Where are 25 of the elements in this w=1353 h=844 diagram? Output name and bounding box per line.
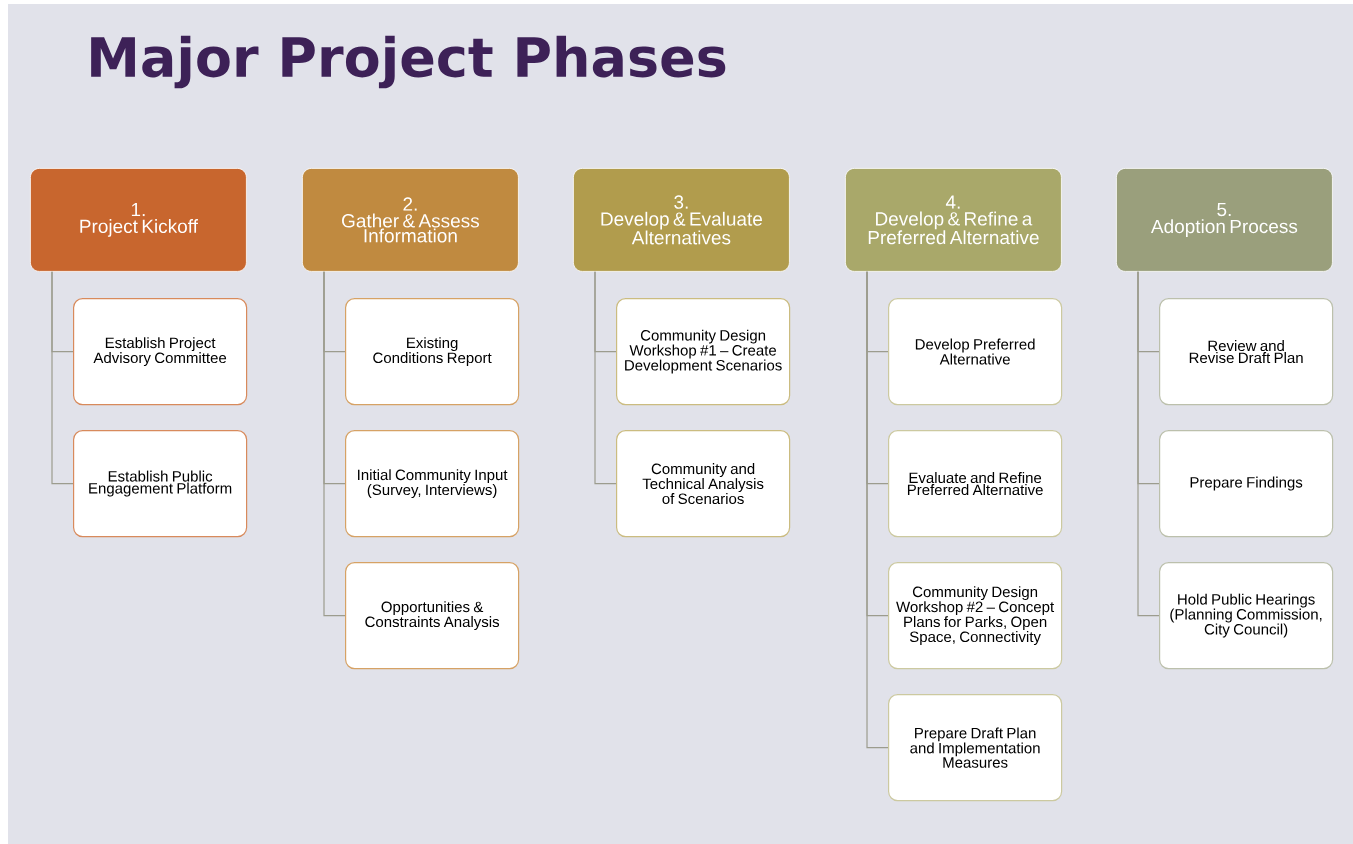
connector-line (1137, 271, 1160, 617)
phase-box: 3. Develop & Evaluate Alternatives (573, 168, 790, 272)
task-box: Community Design Workshop #2 – Concept Plans for Parks, Open Space, Connectivity (888, 562, 1063, 670)
phase-box: 4. Develop & Refine a Preferred Alternative (845, 168, 1062, 272)
task-box: Hold Public Hearings (Planning Commission, City Council) (1159, 562, 1334, 670)
task-box: Evaluate and Refine Preferred Alternative (888, 430, 1063, 538)
task-box: Initial Community Input (Survey, Interviews) (345, 430, 520, 538)
task-box: Community and Technical Analysis of Scenarios (616, 430, 791, 538)
task-box: Develop Preferred Alternative (888, 298, 1063, 406)
phase-box: 5. Adoption Process (1116, 168, 1333, 272)
task-box: Community Design Workshop #1 – Create Development Scenarios (616, 298, 791, 406)
connector-line (866, 271, 889, 749)
connector-line (594, 271, 617, 485)
phase-box: 2. Gather & Assess Information (302, 168, 519, 272)
task-box: Review and Revise Draft Plan (1159, 298, 1334, 406)
task-box: Establish Project Advisory Committee (73, 298, 248, 406)
task-box: Opportunities & Constraints Analysis (345, 562, 520, 670)
task-box: Prepare Findings (1159, 430, 1334, 538)
task-box: Existing Conditions Report (345, 298, 520, 406)
title: Major Project Phases (91, 35, 726, 89)
connector-line (323, 271, 346, 617)
connector-line (51, 271, 74, 485)
phase-box: 1. Project Kickoff (30, 168, 247, 272)
task-box: Establish Public Engagement Platform (73, 430, 248, 538)
task-box: Prepare Draft Plan and Implementation Measures (888, 694, 1063, 802)
